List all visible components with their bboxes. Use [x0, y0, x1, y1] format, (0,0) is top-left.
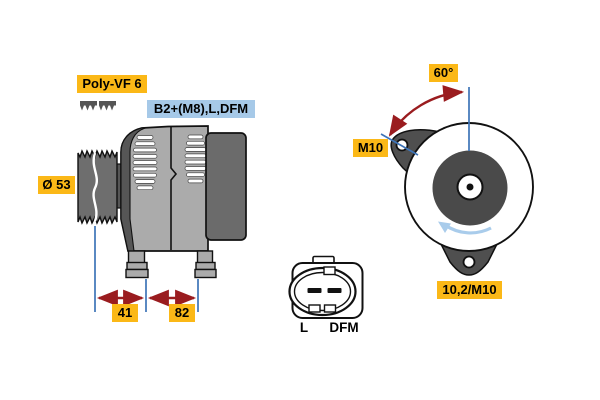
dimension-label-41: 41 [112, 304, 138, 322]
pin-l-label: L [299, 320, 309, 335]
connector-socket-inner [293, 271, 352, 312]
mount-hole-label: 10,2/M10 [437, 281, 502, 299]
rotation-arrow-icon [438, 221, 492, 235]
break-line [92, 152, 99, 222]
connector-view [288, 255, 364, 319]
pin-dfm [327, 288, 342, 293]
mount-thread-label: M10 [353, 139, 388, 157]
pulley [77, 149, 118, 225]
pin-l [307, 288, 322, 293]
connector-key-slot [308, 304, 321, 313]
belt-profile-icon [80, 101, 97, 111]
parting-line [170, 126, 178, 250]
mount-axis-line [380, 133, 419, 156]
cooling-vents-rear [184, 134, 207, 184]
pin-dfm-label: DFM [329, 320, 359, 335]
belt-profile-icon [99, 101, 116, 111]
front-view [380, 85, 534, 276]
connector-socket-outer [288, 266, 357, 317]
rear-cover [205, 132, 247, 241]
mounting-feet [125, 250, 217, 279]
terminals-label: B2+(M8),L,DFM [147, 100, 255, 118]
connector-key-slot [323, 304, 337, 313]
pulley-diameter-label: Ø 53 [38, 176, 75, 194]
shaft-center-dot [466, 183, 474, 191]
angle-arrow-icon [388, 85, 465, 137]
dimension-label-82: 82 [169, 304, 195, 322]
dimension-lines [94, 226, 199, 312]
connector-keyway [323, 266, 336, 276]
mount-hole-bottom [462, 255, 476, 269]
cooling-vents-front [132, 135, 158, 191]
mount-angle-label: 60° [429, 64, 458, 82]
belt-type-label: Poly-VF 6 [77, 75, 147, 93]
side-view [77, 101, 247, 312]
